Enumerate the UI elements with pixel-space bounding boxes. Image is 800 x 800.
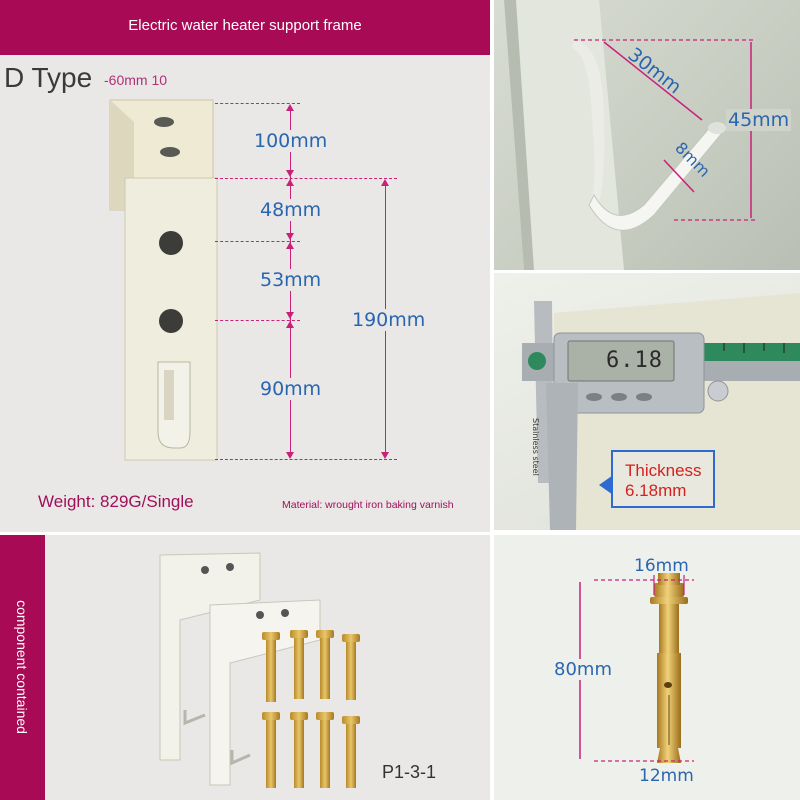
arrow-down-icon xyxy=(286,170,294,177)
guide-line xyxy=(215,459,397,460)
arrow-up-icon xyxy=(286,179,294,186)
caliper-brand: Stainless steel xyxy=(531,418,540,476)
spec-panel: Electric water heater support frame D Ty… xyxy=(0,0,490,532)
dimension-top-label: 100mm xyxy=(252,130,330,152)
dimension-mid1-label: 48mm xyxy=(258,199,324,221)
arrow-down-icon xyxy=(286,312,294,319)
arrow-up-icon xyxy=(286,242,294,249)
bolt-photo-panel: 16mm 80mm 12mm xyxy=(494,535,800,800)
hook-image xyxy=(504,0,756,270)
caliper-reading: 6.18 xyxy=(606,348,663,373)
dimension-total-label: 190mm xyxy=(350,309,428,331)
dimension-mid2-label: 53mm xyxy=(258,269,324,291)
bolt-set-image xyxy=(262,630,360,788)
material-label: Material: wrought iron baking varnish xyxy=(282,499,454,511)
arrow-up-icon xyxy=(381,179,389,186)
hook-photo-panel: 30mm 8mm 45mm xyxy=(494,0,800,270)
header-bar xyxy=(0,0,490,55)
header-title: Electric water heater support frame xyxy=(128,17,362,34)
dimension-bottom-label: 90mm xyxy=(258,378,324,400)
arrow-down-icon xyxy=(286,233,294,240)
bolt-length-label: 80mm xyxy=(552,659,614,680)
callout-line1: Thickness xyxy=(625,461,702,480)
type-spec: -60mm 10 xyxy=(104,72,168,88)
arrow-down-icon xyxy=(286,452,294,459)
hook-height-label: 45mm xyxy=(726,109,792,131)
guide-line xyxy=(215,241,300,242)
bolt-image xyxy=(579,573,694,763)
components-panel: component contained P1-3-1 xyxy=(0,535,490,800)
thickness-callout: Thickness 6.18mm xyxy=(625,461,725,513)
bolt-bottom-width-label: 12mm xyxy=(639,766,694,786)
side-bar xyxy=(0,535,45,800)
arrow-up-icon xyxy=(286,321,294,328)
arrow-up-icon xyxy=(286,104,294,111)
components-image xyxy=(159,552,321,786)
guide-line xyxy=(215,103,300,104)
caliper-photo-panel: 6.18 Stainless steel Thickness 6.18mm xyxy=(494,273,800,530)
bolt-top-width-label: 16mm xyxy=(634,556,689,576)
guide-line xyxy=(215,320,300,321)
bracket-image xyxy=(109,99,218,461)
callout-line2: 6.18mm xyxy=(625,481,687,500)
side-label: component contained xyxy=(14,600,30,734)
guide-line xyxy=(215,178,397,179)
product-code: P1-3-1 xyxy=(382,762,437,782)
caliper-image xyxy=(522,293,800,530)
type-title: D Type xyxy=(4,62,93,93)
weight-label: Weight: 829G/Single xyxy=(38,492,194,511)
arrow-down-icon xyxy=(381,452,389,459)
